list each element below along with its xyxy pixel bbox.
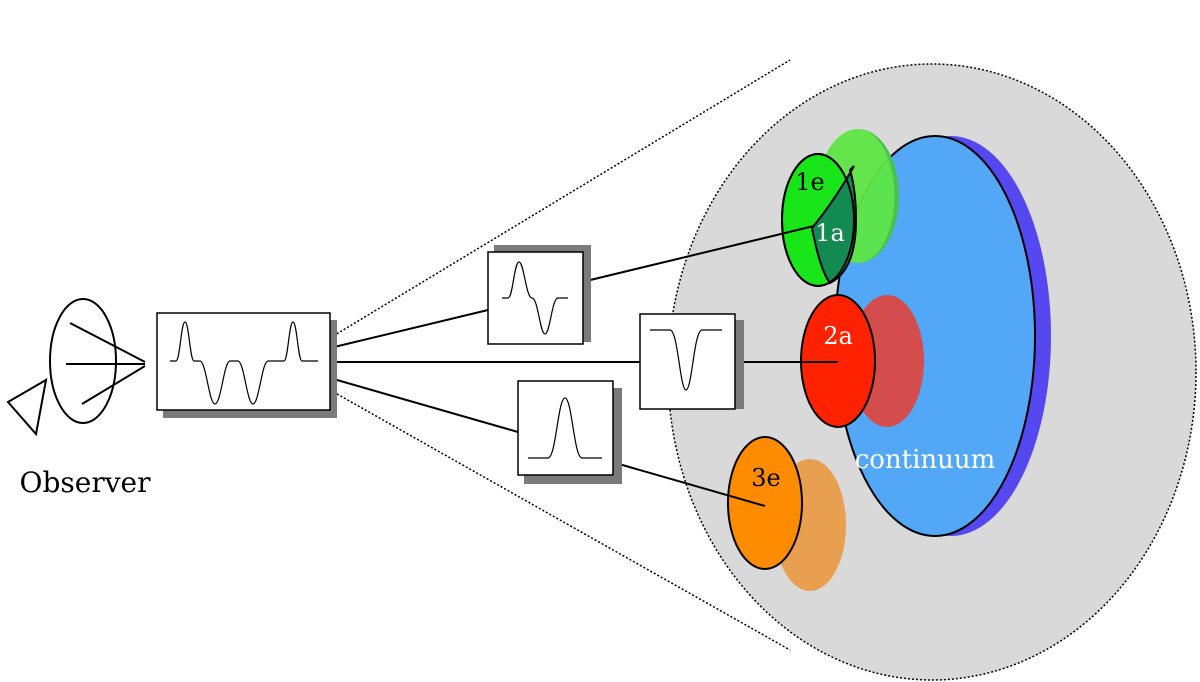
observer-dish-icon bbox=[6, 298, 146, 437]
connector-box3-to-3e bbox=[611, 461, 766, 507]
profile-box-1-curve bbox=[502, 261, 568, 335]
connector-main-to-box1 bbox=[329, 309, 489, 349]
combined-profile-box bbox=[156, 312, 331, 411]
region-2a-label: 2a bbox=[823, 322, 853, 350]
region-1a-label: 1a bbox=[815, 219, 845, 247]
region-1e-outline bbox=[781, 153, 855, 287]
profile-box-2 bbox=[639, 313, 736, 410]
combined-profile-curve bbox=[170, 321, 318, 405]
cone-line-bottom bbox=[329, 389, 791, 651]
connector-main-to-box3 bbox=[329, 377, 519, 433]
continuum-label: continuum bbox=[855, 445, 996, 475]
connector-box1-to-1a bbox=[581, 225, 815, 283]
profile-box-3 bbox=[517, 380, 614, 476]
cone-line-top bbox=[329, 59, 791, 339]
region-3e-label: 3e bbox=[751, 464, 780, 492]
profile-box-3-curve bbox=[528, 397, 602, 459]
profile-box-2-curve bbox=[650, 329, 722, 391]
region-3e-ellipse bbox=[727, 436, 803, 570]
region-1e-label: 1e bbox=[795, 168, 824, 196]
observer-label: Observer bbox=[20, 466, 152, 499]
